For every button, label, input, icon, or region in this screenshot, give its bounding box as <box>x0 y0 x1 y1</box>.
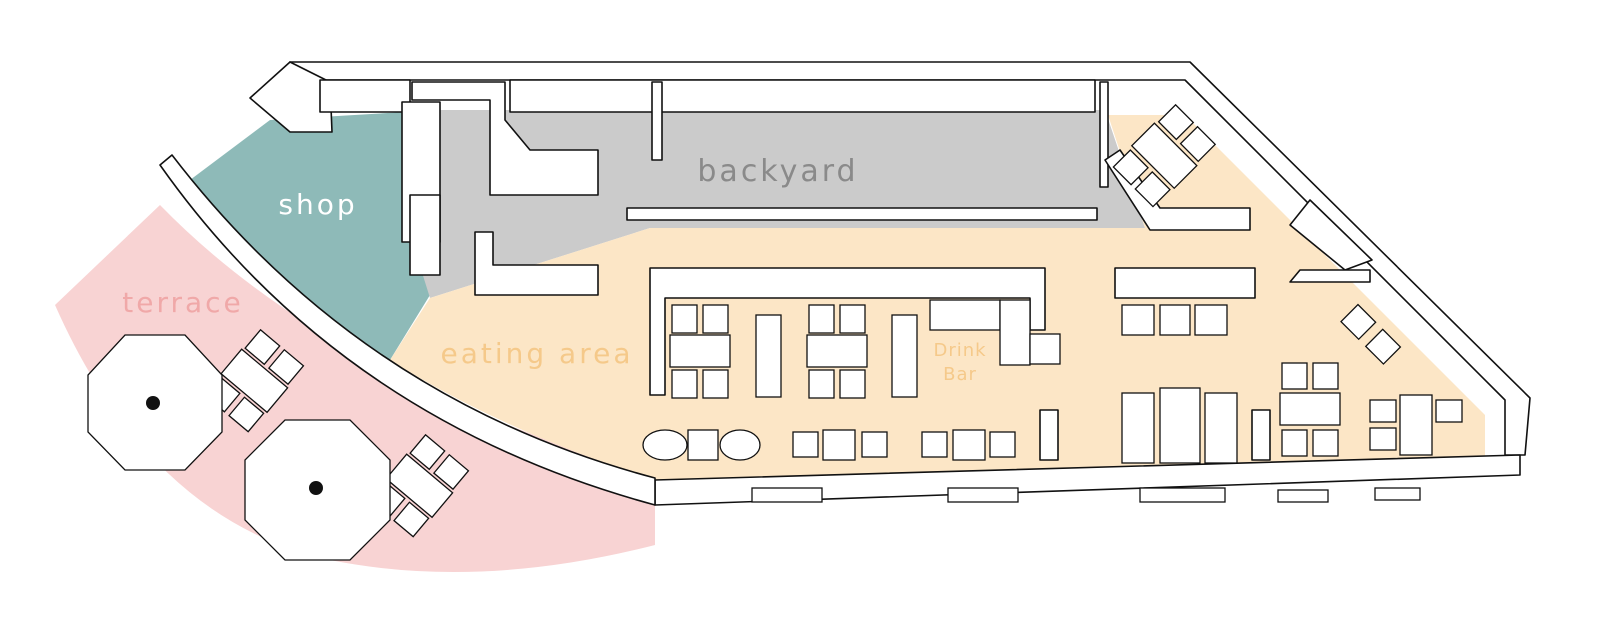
backyard-label: backyard <box>697 154 858 189</box>
eating-area-furniture <box>642 103 1463 464</box>
shop-label: shop <box>278 188 357 221</box>
walls <box>159 61 1531 506</box>
umbrella-pole <box>146 396 160 410</box>
umbrella-pole <box>309 481 323 495</box>
shop-zone <box>190 112 430 360</box>
eating-area-label: eating area <box>440 337 633 370</box>
windows <box>751 487 1421 503</box>
terrace-furniture <box>87 328 470 561</box>
drink-bar-label-line1: Drink <box>933 340 986 361</box>
terrace-zone <box>55 205 655 572</box>
drink-bar-label-line2: Bar <box>943 364 977 385</box>
terrace-label: terrace <box>122 286 244 319</box>
